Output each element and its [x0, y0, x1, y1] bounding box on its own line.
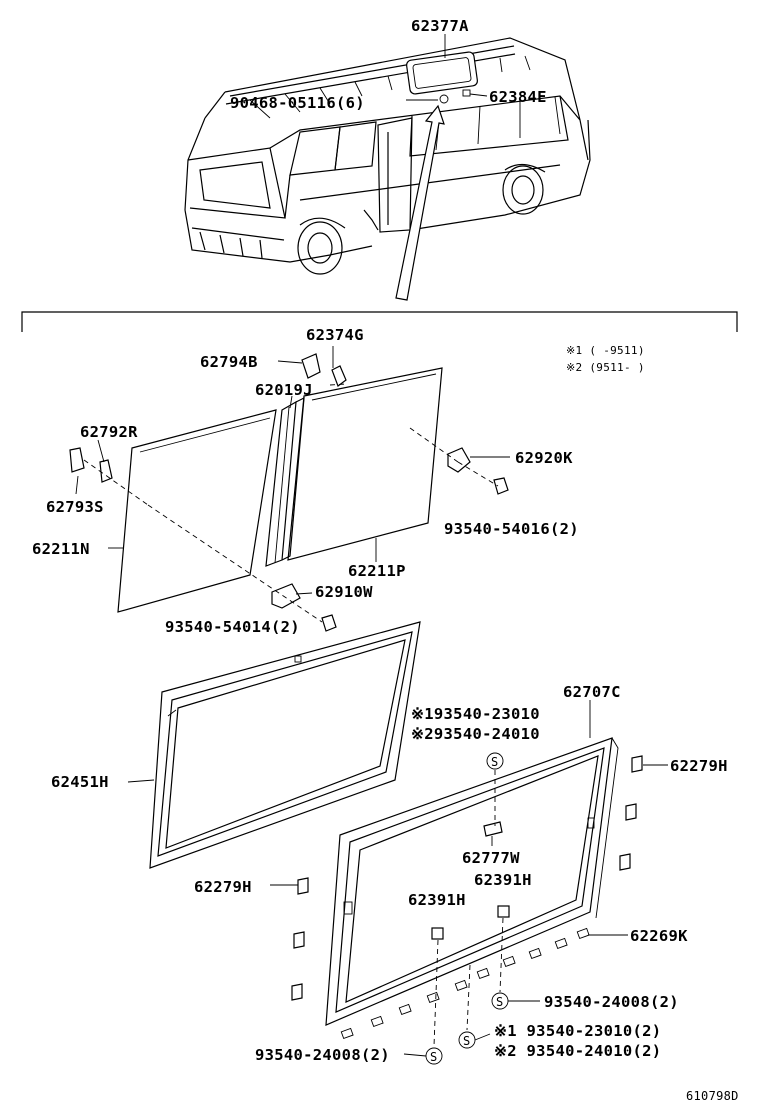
clip-row	[340, 927, 590, 1040]
assembly-bracket	[21, 311, 738, 332]
label-62374G: 62374G	[306, 326, 364, 344]
label-93540-24010-bottom: ※2 93540-24010(2)	[494, 1042, 661, 1060]
label-93540-24008-left: 93540-24008(2)	[255, 1046, 390, 1064]
label-62384E: 62384E	[489, 88, 547, 106]
label-62910W: 62910W	[315, 583, 373, 601]
alignment-lines	[83, 383, 499, 623]
label-93540-24010-note2: ※293540-24010	[411, 725, 540, 743]
label-93540-24008-right: 93540-24008(2)	[544, 993, 679, 1011]
window-frame	[325, 737, 619, 1026]
weatherstrip-frame	[149, 621, 421, 869]
lower-dashes	[433, 770, 504, 1047]
label-62377A: 62377A	[411, 17, 469, 35]
label-62211N: 62211N	[32, 540, 90, 558]
label-62707C: 62707C	[563, 683, 621, 701]
side-clips	[291, 755, 643, 1001]
label-93540-54014: 93540-54014(2)	[165, 618, 300, 636]
label-62777W: 62777W	[462, 849, 520, 867]
seal-symbol-2: S	[496, 995, 504, 1009]
seal-symbol-3: S	[463, 1034, 471, 1048]
label-93540-23010-bottom: ※1 93540-23010(2)	[494, 1022, 661, 1040]
label-62793S: 62793S	[46, 498, 104, 516]
label-62792R: 62792R	[80, 423, 138, 441]
label-62019J: 62019J	[255, 381, 313, 399]
label-62391H-upper: 62391H	[474, 871, 532, 889]
label-62279H-right: 62279H	[670, 757, 728, 775]
glass-panels	[117, 367, 443, 613]
glass-hardware	[69, 353, 509, 632]
seal-symbols: S S S S	[425, 752, 509, 1065]
part-leaders	[75, 346, 668, 1057]
label-62451H: 62451H	[51, 773, 109, 791]
label-62269K: 62269K	[630, 927, 688, 945]
van-illustration	[184, 37, 591, 301]
small-frame-parts	[431, 821, 510, 940]
label-90468-05116: 90468-05116(6)	[230, 94, 365, 112]
label-62279H-left: 62279H	[194, 878, 252, 896]
seal-symbol-1: S	[491, 755, 499, 769]
label-62211P: 62211P	[348, 562, 406, 580]
note-2: ※2 (9511- )	[566, 361, 645, 374]
label-62794B: 62794B	[200, 353, 258, 371]
diagram-code: 610798D	[686, 1089, 739, 1103]
seal-symbol-4: S	[430, 1050, 438, 1064]
label-93540-54016: 93540-54016(2)	[444, 520, 579, 538]
label-62920K: 62920K	[515, 449, 573, 467]
label-62391H-lower: 62391H	[408, 891, 466, 909]
note-1: ※1 ( -9511)	[566, 344, 645, 357]
top-leaders	[406, 34, 488, 101]
label-93540-23010-note1: ※193540-23010	[411, 705, 540, 723]
